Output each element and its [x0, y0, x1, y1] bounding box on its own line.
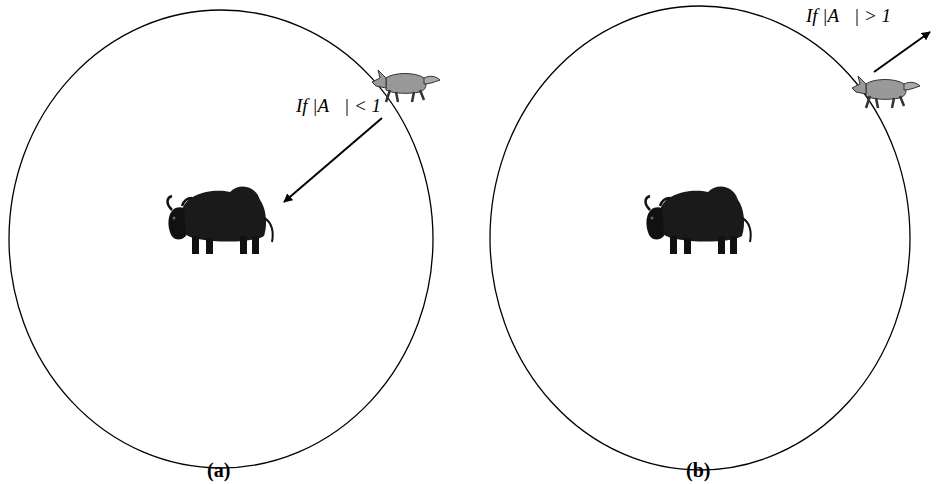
- move-arrow: [284, 118, 382, 202]
- move-arrow: [874, 32, 930, 72]
- panel-label: (a): [207, 459, 230, 481]
- condition-label: If |A⃗| > 1: [806, 6, 891, 27]
- grey-wolf: [372, 70, 440, 102]
- panel-label: (b): [686, 459, 710, 481]
- prey-bison: [168, 186, 273, 254]
- grey-wolf: [852, 76, 920, 108]
- range-circle: [490, 6, 910, 470]
- range-circle: [9, 10, 433, 468]
- condition-label: If |A⃗| < 1: [296, 96, 381, 117]
- prey-bison: [646, 186, 751, 254]
